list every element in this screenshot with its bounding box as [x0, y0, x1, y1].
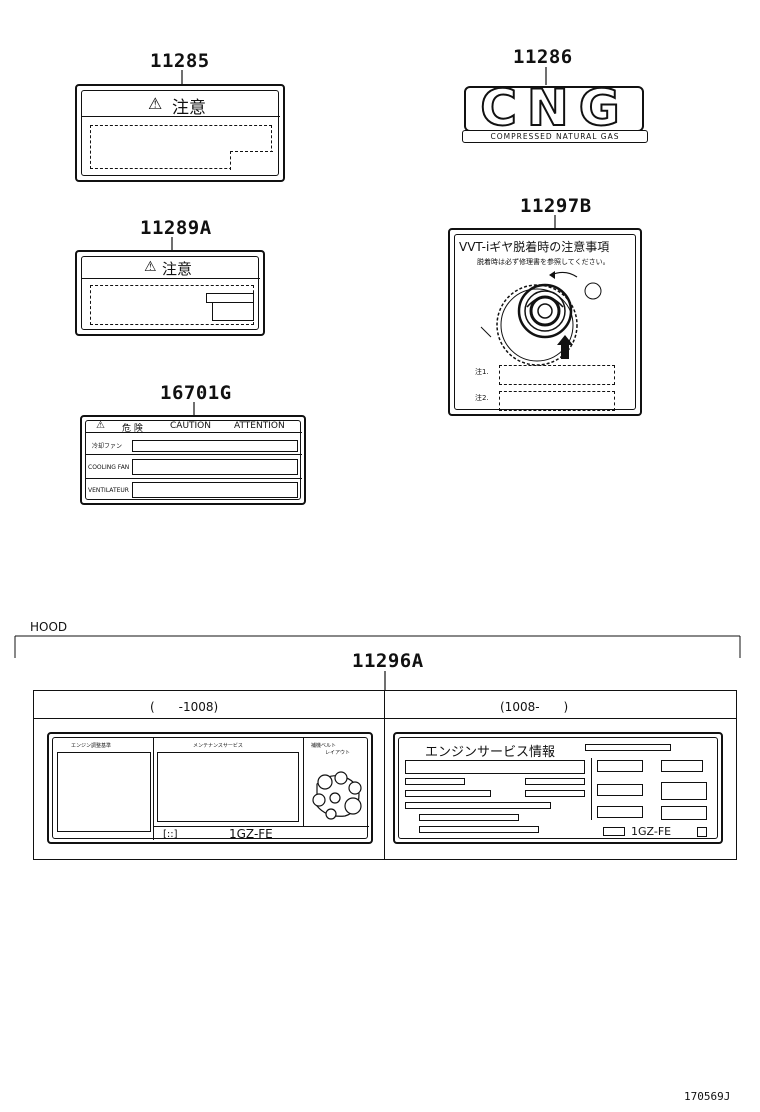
hood-right-field — [405, 790, 491, 797]
label-11289A-box-a — [206, 293, 254, 303]
label-11285-header-bar: ⚠ 注意 — [82, 91, 280, 118]
label-11289A-header-bar: ⚠ 注意 — [82, 257, 260, 279]
label-11297B-note1: 注1. — [475, 368, 489, 376]
label-11297B-title: VVT-iギヤ脱着時の注意事項 — [459, 240, 610, 254]
hood-table-divider — [384, 690, 385, 860]
label-16701G-row: VENTILATEUR — [86, 479, 302, 501]
leader-line — [181, 70, 183, 86]
hood-right-field — [419, 814, 519, 821]
part-number-11285: 11285 — [150, 50, 210, 72]
leader-line — [545, 67, 547, 85]
warning-triangle-icon: ⚠ — [144, 259, 157, 275]
hood-right-field — [661, 782, 707, 800]
hood-right-field — [525, 790, 585, 797]
label-11297B-inner: VVT-iギヤ脱着時の注意事項 脱着時は必ず修理書を参照してください。 注1. … — [454, 234, 636, 411]
hood-bracket — [14, 635, 741, 658]
hood-left-bottom-line — [153, 826, 369, 827]
label-16701G-row: 冷却ファン — [86, 433, 302, 455]
hood-table-header-line — [33, 718, 737, 719]
leader-line — [384, 671, 386, 691]
leader-line — [171, 237, 173, 251]
label-16701G-row2-field — [132, 459, 298, 475]
label-11289A-inner: ⚠ 注意 — [81, 256, 260, 330]
label-11297B: VVT-iギヤ脱着時の注意事項 脱着時は必ず修理書を参照してください。 注1. … — [448, 228, 642, 416]
part-number-11286: 11286 — [513, 46, 573, 68]
hood-left-section1: エンジン調整基準 — [71, 743, 112, 749]
label-11297B-note2: 注2. — [475, 394, 489, 402]
belt-layout-illustration — [312, 771, 362, 820]
label-16701G-row3-text: VENTILATEUR — [88, 487, 129, 494]
label-11297B-note1-box — [499, 365, 615, 385]
hood-right-field — [597, 760, 643, 772]
hood-left-range: ( -1008) — [150, 700, 219, 714]
label-16701G-row: COOLING FAN — [86, 455, 302, 479]
hood-label: HOOD — [30, 620, 68, 634]
hood-right-code-box — [697, 827, 707, 837]
label-16701G-header-bar: ⚠ 危 険 CAUTION ATTENTION — [86, 420, 302, 434]
hood-left-engine: 1GZ-FE — [229, 827, 273, 841]
label-16701G-row2-text: COOLING FAN — [88, 464, 130, 471]
vvt-gear-illustration — [480, 271, 602, 366]
label-11289A: ⚠ 注意 — [75, 250, 265, 336]
hood-right-field — [661, 806, 707, 820]
label-16701G-row3-field — [132, 482, 298, 498]
label-16701G-row1-text: 冷却ファン — [92, 443, 123, 450]
label-11289A-box-b — [212, 303, 254, 321]
hood-right-field — [419, 826, 539, 833]
label-11285-header: 注意 — [172, 98, 206, 118]
cng-logo-subtext: COMPRESSED NATURAL GAS — [462, 130, 648, 143]
hood-right-col-line — [591, 758, 592, 820]
hood-right-title: エンジンサービス情報 — [425, 745, 556, 760]
hood-left-divider2 — [303, 738, 304, 826]
hood-right-label: エンジンサービス情報 1GZ-FE — [393, 732, 723, 844]
hood-left-divider1 — [153, 738, 154, 840]
hood-left-section2: メンテナンスサービス — [193, 743, 243, 749]
label-16701G-row1-field — [132, 440, 298, 452]
hood-right-field — [405, 778, 465, 785]
label-11285: ⚠ 注意 — [75, 84, 285, 182]
warning-triangle-icon: ⚠ — [96, 420, 105, 431]
hood-right-title-field — [585, 744, 671, 751]
hood-right-range: (1008- ) — [500, 700, 569, 714]
hood-right-field — [661, 760, 703, 772]
hood-left-section2-area — [157, 752, 299, 822]
part-number-11297B: 11297B — [520, 195, 592, 217]
hood-left-section1-area — [57, 752, 151, 832]
hood-left-section3b: レイアウト — [325, 750, 351, 756]
cng-emblem: CNG COMPRESSED NATURAL GAS — [462, 79, 648, 146]
hood-left-label-inner: エンジン調整基準 メンテナンスサービス 補機ベルト レイアウト [::] 1GZ… — [52, 737, 369, 841]
label-11297B-note2-box — [499, 391, 615, 411]
warning-triangle-icon: ⚠ — [148, 94, 163, 113]
hood-right-label-inner: エンジンサービス情報 1GZ-FE — [398, 737, 718, 839]
label-16701G-inner: ⚠ 危 険 CAUTION ATTENTION 冷却ファン COOLING FA… — [85, 420, 302, 501]
hood-right-field — [405, 760, 585, 774]
label-11285-inner: ⚠ 注意 — [81, 90, 280, 176]
leader-line — [554, 215, 556, 229]
hood-left-code-box-icon: [::] — [163, 829, 178, 840]
label-16701G-header-en: CAUTION — [170, 421, 211, 431]
hood-left-label: エンジン調整基準 メンテナンスサービス 補機ベルト レイアウト [::] 1GZ… — [47, 732, 373, 844]
label-11297B-subtitle: 脱着時は必ず修理書を参照してください。 — [477, 258, 610, 266]
label-11285-notch — [230, 151, 273, 170]
leader-line — [193, 402, 195, 416]
hood-table — [33, 690, 737, 860]
label-16701G: ⚠ 危 険 CAUTION ATTENTION 冷却ファン COOLING FA… — [80, 415, 306, 505]
label-16701G-header-jp: 危 険 — [122, 424, 143, 434]
label-11285-text-area — [90, 125, 272, 169]
label-16701G-header-fr: ATTENTION — [234, 421, 285, 431]
part-number-11289A: 11289A — [140, 217, 212, 239]
hood-right-engine: 1GZ-FE — [631, 825, 672, 838]
figure-reference: 170569J — [684, 1090, 731, 1103]
hood-right-code-box — [603, 827, 625, 836]
hood-left-section3: 補機ベルト — [311, 743, 337, 749]
part-number-16701G: 16701G — [160, 382, 232, 404]
cng-logo-text: CNG — [479, 79, 630, 137]
hood-right-field — [597, 806, 643, 818]
hood-right-field — [525, 778, 585, 785]
part-number-11296A: 11296A — [352, 650, 424, 672]
hood-right-field — [405, 802, 551, 809]
hood-right-field — [597, 784, 643, 796]
label-11289A-header: 注意 — [162, 260, 193, 278]
